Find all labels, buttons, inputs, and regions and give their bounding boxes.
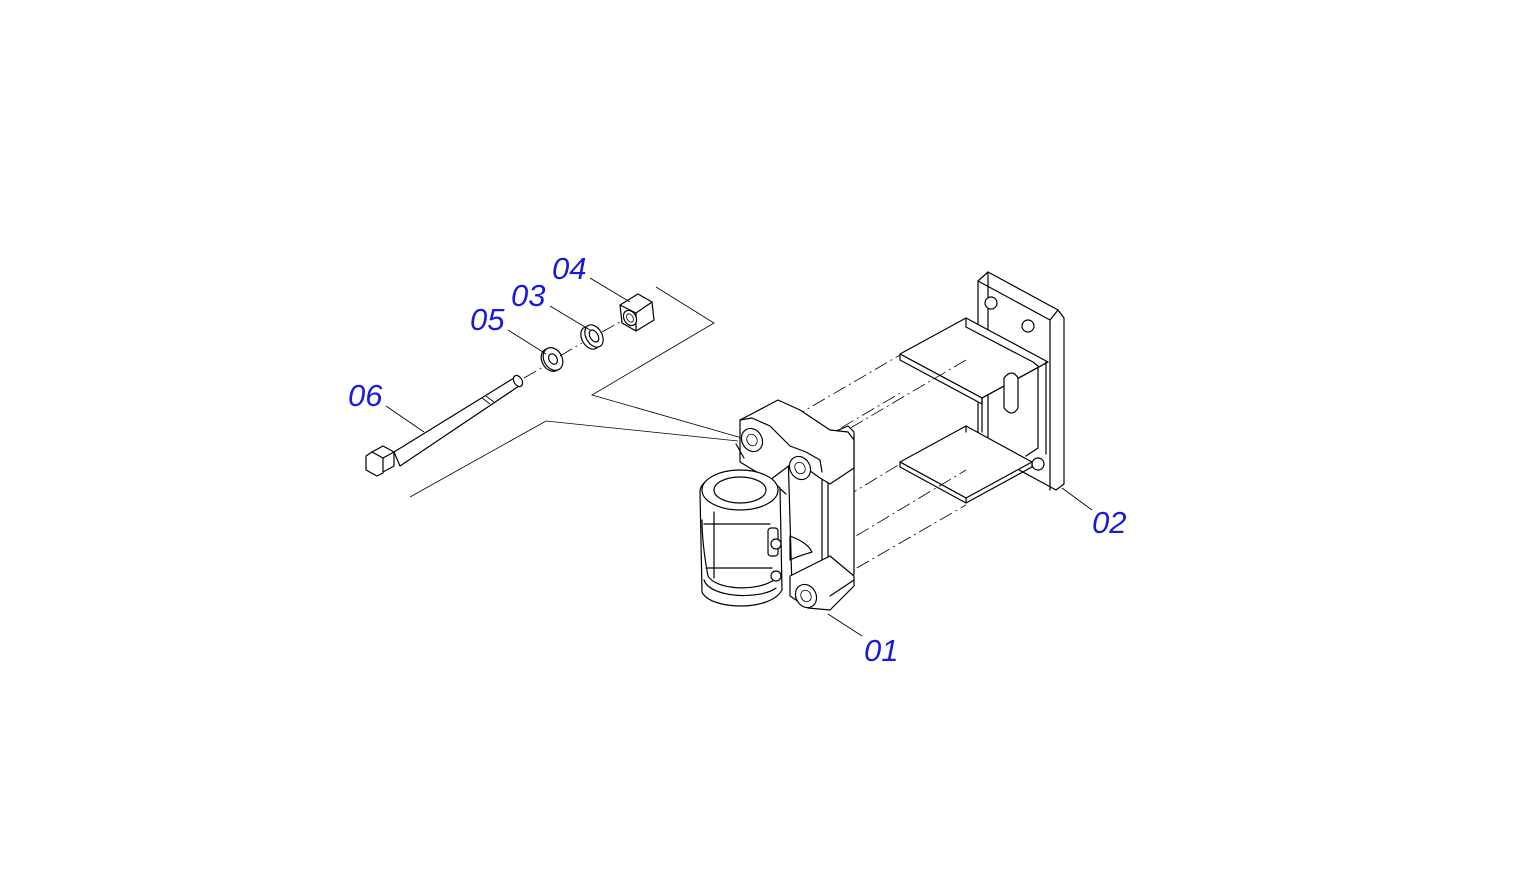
part-01-hinge-bracket <box>699 399 855 611</box>
assembly-path-lines <box>409 286 743 498</box>
leader-lines <box>385 277 1093 637</box>
callout-06: 06 <box>348 378 383 413</box>
callout-02: 02 <box>1092 505 1126 540</box>
part-05-washer <box>540 347 564 372</box>
callout-01: 01 <box>864 633 898 668</box>
part-06-bolt <box>365 365 546 477</box>
part-02-mounting-frame <box>899 271 1065 504</box>
alignment-lines <box>791 354 967 581</box>
callout-03: 03 <box>511 278 545 313</box>
callout-05: 05 <box>470 302 505 337</box>
callout-04: 04 <box>552 251 586 286</box>
callout-labels: 01 02 03 04 05 06 <box>348 251 1126 668</box>
part-03-lock-washer <box>580 324 604 350</box>
part-04-hex-nut <box>559 293 655 357</box>
